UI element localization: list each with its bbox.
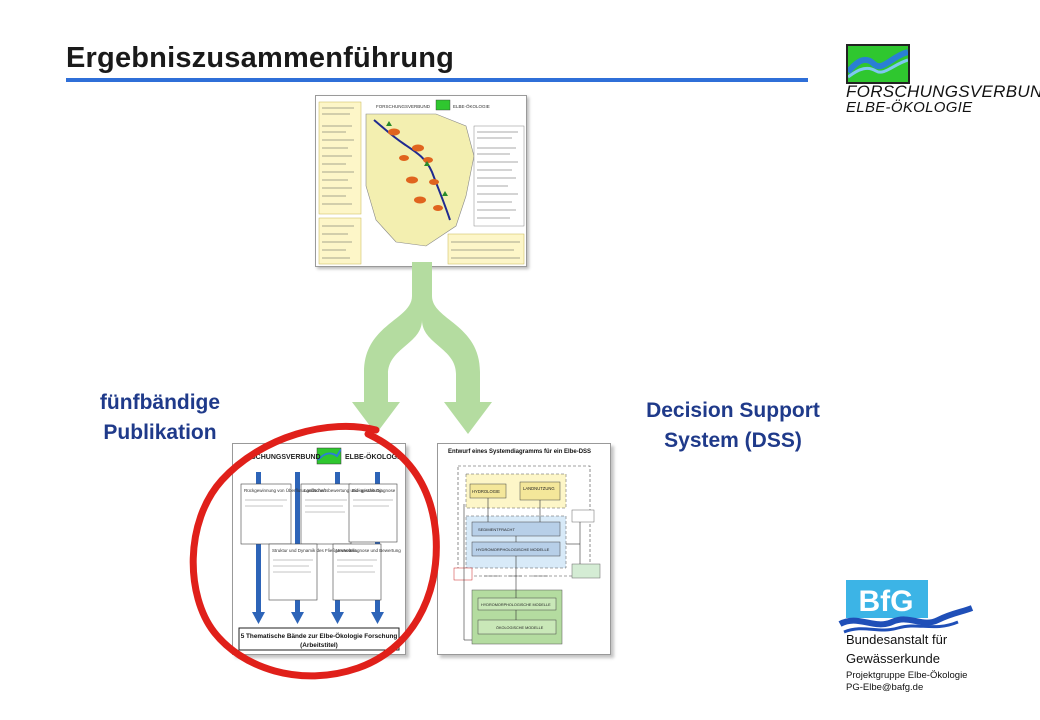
dss-module-hydrologie: HYDROLOGIE [472,489,500,494]
logo-text-line2: ELBE-ÖKOLOGIE [846,99,973,116]
publication-label: fünfbändige Publikation [70,388,250,448]
publication-label-line1: fünfbändige [99,391,221,414]
pub-header-right: ELBE-ÖKOLOGIE [345,452,404,461]
logo-text-line1: FORSCHUNGSVERBUND [846,82,1040,101]
pub-header-left: SCHUNGSVERBUND [251,454,321,461]
dss-label-line1: Decision Support [646,399,820,422]
split-arrow [352,262,492,434]
map-illustration: FORSCHUNGSVERBUND ELBE-ÖKOLOGIE [316,96,526,266]
publication-illustration: SCHUNGSVERBUND ELBE-ÖKOLOGIE Rückgewinnu… [238,447,404,651]
publication-label-line2: Publikation [103,421,217,444]
title-underline [66,78,808,82]
pub-box-5: Umweltdiagnose und Bewertung [336,548,401,553]
map-document: FORSCHUNGSVERBUND ELBE-ÖKOLOGIE [315,95,527,267]
dss-label-line2: System (DSS) [664,429,802,452]
dss-doc-title: Entwurf eines Systemdiagramms für ein El… [448,449,591,455]
pub-box-3: Biologische Diagnose [352,488,396,493]
dss-module-hydromorph-1: HYDROMORPHOLOGISCHE MODELLE [476,547,550,552]
map-header-right: ELBE-ÖKOLOGIE [453,103,490,109]
dss-module-landnutzung: LANDNUTZUNG [523,486,555,491]
dss-diagram: Entwurf eines Systemdiagramms für ein El… [448,449,601,645]
wave-logo-icon [846,44,910,84]
page-title: Ergebniszusammenführung [66,42,455,74]
dss-document: Entwurf eines Systemdiagramms für ein El… [437,443,611,655]
publication-document: SCHUNGSVERBUND ELBE-ÖKOLOGIE Rückgewinnu… [232,443,406,655]
map-header-left: FORSCHUNGSVERBUND [376,104,431,109]
dss-module-hydromorph-2: HYDROMORPHOLOGISCHE MODELLE [481,603,551,607]
bfg-email: PG-Elbe@bafg.de [846,682,924,693]
pub-footer-line1: 5 Thematische Bände zur Elbe-Ökologie Fo… [241,631,398,640]
bfg-wave-icon: BfG [838,580,974,634]
bfg-group: Projektgruppe Elbe-Ökologie [846,670,968,681]
dss-label: Decision Support System (DSS) [600,396,866,456]
bfg-logo: BfG [838,578,978,634]
dss-module-sediment: SEDIMENTFRACHT [478,527,515,532]
bfg-name-line1: Bundesanstalt für [846,632,948,647]
bfg-logo-text: BfG [859,585,914,618]
dss-module-oekologie: ÖKOLOGISCHE MODELLE [496,626,544,630]
forschungsverbund-logo: FORSCHUNGSVERBUND ELBE-ÖKOLOGIE [846,44,1040,116]
bfg-name-line2: Gewässerkunde [846,651,940,666]
pub-footer-line2: (Arbeitstitel) [300,642,338,649]
